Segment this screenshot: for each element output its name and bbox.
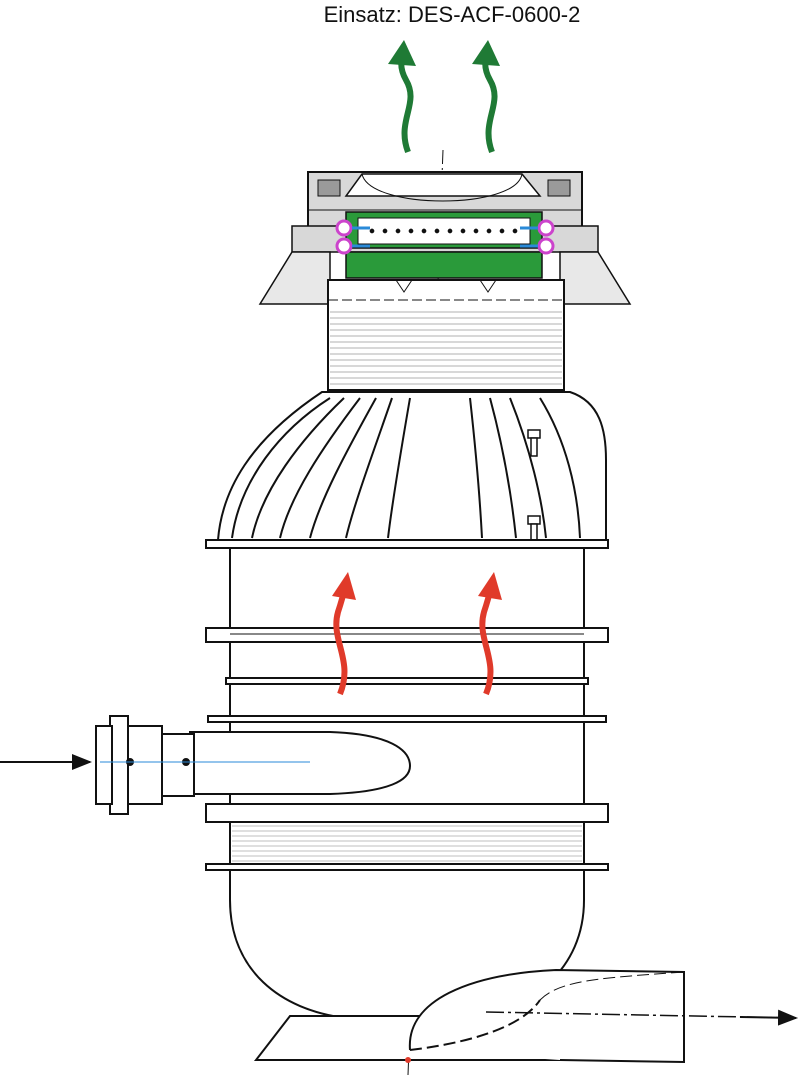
seal-ring-br [537, 237, 555, 255]
internal-arrow-left-head [332, 572, 356, 600]
filter-dot [421, 228, 427, 234]
filter-dot [460, 228, 466, 234]
filter-dot [382, 228, 388, 234]
internal-flow-arrows [332, 572, 502, 696]
exhaust-arrows [388, 40, 500, 154]
filter-dot [512, 228, 518, 234]
drawing-title: Einsatz: DES-ACF-0600-2 [0, 0, 804, 32]
filter-dot [499, 228, 505, 234]
exhaust-arrow-right-head [472, 40, 500, 66]
neck-pipe [327, 279, 565, 391]
seal-rings [335, 219, 555, 255]
filter-dot [408, 228, 414, 234]
outlet-flow-arrow [485, 1011, 799, 1019]
filter-dot [369, 228, 375, 234]
title-text: Einsatz: DES-ACF-0600-2 [323, 2, 581, 27]
seal-ring-tr [537, 219, 555, 237]
filter-insert [345, 211, 543, 279]
filter-dot [395, 228, 401, 234]
filter-dot [486, 228, 492, 234]
inlet-pipe [95, 715, 412, 815]
bottom-marker [405, 1057, 411, 1063]
exhaust-arrow-left-head [388, 40, 416, 66]
internal-arrow-right-head [478, 572, 502, 600]
filter-cover [307, 171, 583, 229]
ribbed-dome [216, 391, 607, 541]
outlet-flow-arrow-head [739, 1009, 798, 1026]
seal-ring-tl [335, 219, 353, 237]
outlet-pipe [408, 968, 685, 1064]
filter-dot [447, 228, 453, 234]
filter-dot [434, 228, 440, 234]
seal-ring-bl [335, 237, 353, 255]
filter-dot [473, 228, 479, 234]
